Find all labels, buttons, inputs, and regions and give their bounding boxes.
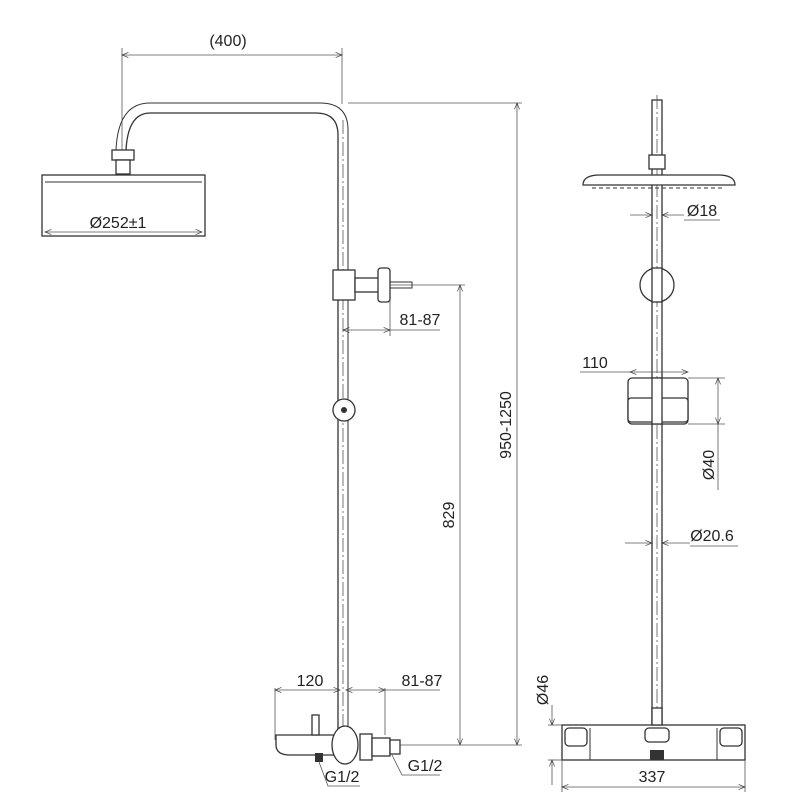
mixer-length-label: 337: [639, 769, 666, 786]
bottom-outlet: [650, 750, 664, 760]
riser-pipe-segment: [651, 377, 663, 425]
head-connector: [648, 154, 666, 170]
shower-head-front: [582, 174, 736, 186]
total-height-label: 950-1250: [498, 391, 515, 459]
mixer-spout: [275, 734, 341, 756]
arm-diameter-label: Ø18: [687, 203, 717, 220]
outlet-thread-label: G1/2: [325, 769, 360, 786]
wall-flange: [377, 267, 391, 303]
temperature-handle: [564, 727, 588, 747]
mixer-width-label: 120: [297, 673, 324, 690]
inlet-thread: [389, 739, 401, 755]
bracket-height-label: 829: [441, 502, 458, 529]
inlet-connector: [371, 737, 391, 757]
riser-diameter-label: Ø20.6: [690, 528, 734, 545]
holder-width-label: 110: [582, 355, 608, 372]
shower-arm-inner: [115, 102, 349, 735]
outlet-thread: [315, 753, 323, 762]
outlet-leader: [318, 761, 360, 787]
side-view: (400) Ø252±1 81-87 829 950-1250: [41, 33, 522, 787]
inlet-leader: [391, 754, 440, 776]
holder-diameter-label: Ø40: [701, 450, 718, 480]
head-diameter-label: Ø252±1: [90, 215, 147, 232]
bracket-offset-label: 81-87: [400, 312, 441, 329]
shower-arm-outer: [125, 112, 339, 735]
mixer-pin: [311, 714, 320, 736]
head-connector: [115, 159, 131, 175]
arm-reach-label: (400): [209, 33, 246, 50]
riser-pipe-segment: [651, 267, 663, 303]
inlet-nut: [359, 733, 373, 761]
riser-connector: [651, 707, 663, 726]
mixer-body: [331, 725, 359, 765]
bracket-arm: [354, 277, 381, 293]
mixer-offset-label: 81-87: [402, 673, 443, 690]
head-connector: [111, 149, 135, 161]
mixer-diameter-label: Ø46: [535, 675, 552, 705]
inlet-thread-label: G1/2: [408, 758, 443, 775]
flow-handle: [719, 727, 743, 747]
diverter-knob-center: [341, 407, 347, 413]
shower-head: [41, 174, 206, 237]
center-outlet: [644, 727, 670, 743]
slider-bracket: [332, 269, 356, 301]
front-view: Ø18 110 Ø40 Ø20.6 Ø46: [535, 95, 745, 792]
